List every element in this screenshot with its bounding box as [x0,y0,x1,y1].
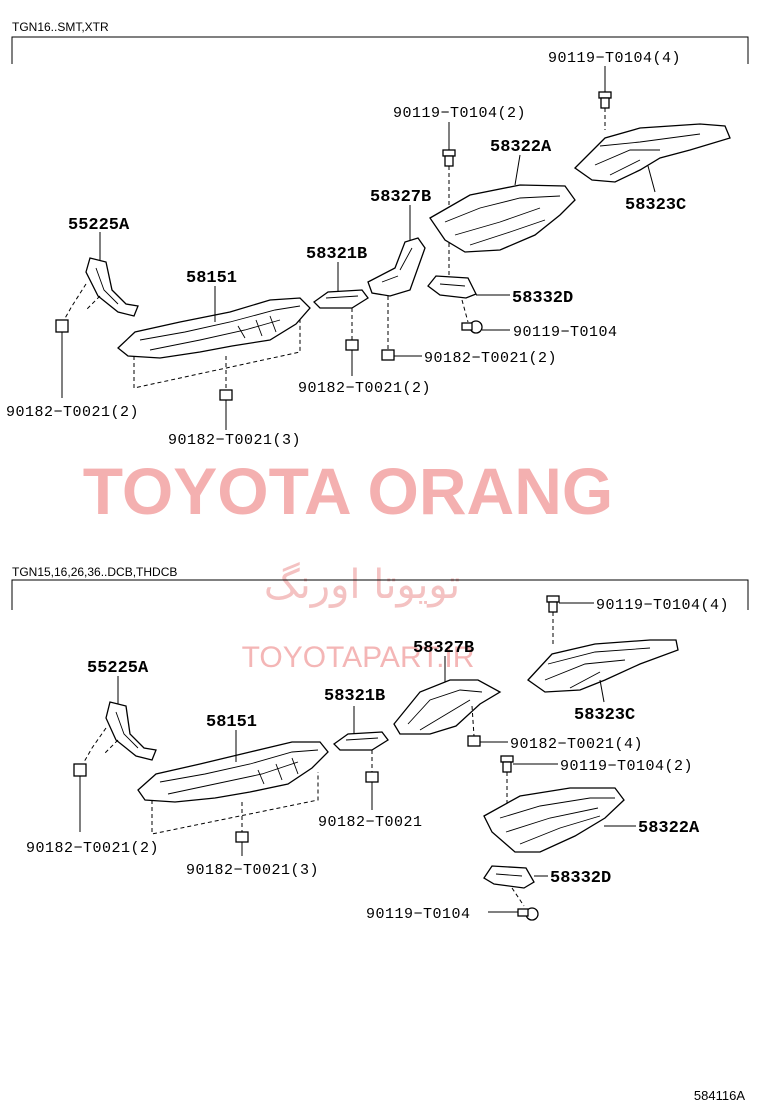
watermark-farsi: تویوتا اورنگ [264,562,460,608]
label-clip-mid: 90182−T0021(2) [424,350,557,367]
part-55225A [105,701,157,761]
part-58322A [483,787,625,853]
part-58321B [332,731,389,751]
clip-icon [219,389,233,401]
label-bolt-58332D-2: 90119−T0104 [366,906,471,923]
bolt-icon [442,149,456,167]
section-1-header: TGN16..SMT,XTR [12,20,109,34]
clip-icon [467,735,481,747]
part-58332D [427,275,477,299]
bolt-icon [517,907,539,921]
label-bolt-58332D: 90119−T0104 [513,324,618,341]
label-58323C: 58323C [625,196,686,215]
section-2-header: TGN15,16,26,36..DCB,THDCB [12,565,177,579]
part-58151 [117,297,311,359]
clip-icon [235,831,249,843]
label-58322A: 58322A [490,138,552,157]
bolt-icon [546,595,560,613]
reference-code: 584116A [694,1088,745,1103]
bolt-icon [598,91,612,109]
watermark-brand: TOYOTA ORANG [83,454,613,528]
label-58332D-2: 58332D [550,869,611,888]
label-clip-4: 90182−T0021(4) [510,736,643,753]
label-clip-left-2: 90182−T0021(2) [26,840,159,857]
label-clip-58321B-2: 90182−T0021 [318,814,423,831]
label-58332D: 58332D [512,289,573,308]
part-58332D [483,865,535,889]
clip-icon [73,763,87,777]
label-58327B: 58327B [370,188,431,207]
part-58323C [573,123,731,183]
section-1-frame [11,36,749,64]
part-58327B [367,237,426,297]
part-58323C [527,639,679,693]
label-55225A: 55225A [68,216,130,235]
label-clip-bottom: 90182−T0021(3) [168,432,301,449]
bolt-icon [500,755,514,773]
part-58327B [393,679,502,735]
part-55225A [85,257,139,317]
label-58327B-2: 58327B [413,639,474,658]
clip-icon [55,319,69,333]
part-58151 [137,741,329,803]
label-58321B: 58321B [306,245,367,264]
label-clip-58321B: 90182−T0021(2) [298,380,431,397]
bolt-icon [461,320,483,334]
section-1: TGN16..SMT,XTR 90119−T0104(4) 58323C 901… [6,20,749,449]
clip-icon [381,349,395,361]
label-58322A-2: 58322A [638,819,700,838]
label-bolt-top-right-2: 90119−T0104(4) [596,597,729,614]
clip-icon [365,771,379,783]
part-58322A [429,184,576,253]
label-58151: 58151 [186,269,237,288]
label-bolt-2: 90119−T0104(2) [560,758,693,775]
label-55225A-2: 55225A [87,659,149,678]
watermark-url: TOYOTAPART.IR [242,641,475,674]
label-clip-left: 90182−T0021(2) [6,404,139,421]
part-58321B [312,289,369,309]
label-bolt-top-mid: 90119−T0104(2) [393,105,526,122]
label-bolt-top-right: 90119−T0104(4) [548,50,681,67]
label-clip-bottom-2: 90182−T0021(3) [186,862,319,879]
section-2-frame [11,579,749,610]
label-58321B-2: 58321B [324,687,385,706]
section-2: TGN15,16,26,36..DCB,THDCB 90119−T0104(4)… [11,565,749,923]
label-58151-2: 58151 [206,713,257,732]
label-58323C-2: 58323C [574,706,635,725]
clip-icon [345,339,359,351]
